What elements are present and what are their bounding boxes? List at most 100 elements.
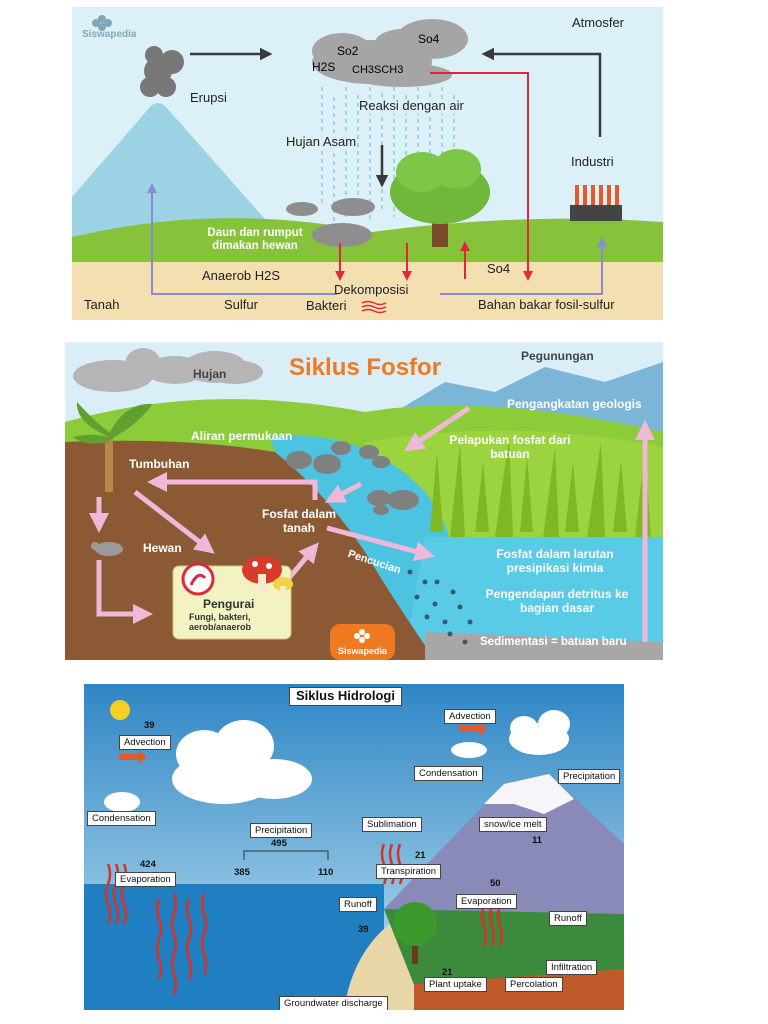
runoff-left-box: Runoff [339,897,377,912]
value-110-land: 110 [318,867,334,878]
factory-icon [570,185,622,221]
precipitation-right-box: Precipitation [558,769,621,784]
tree-icon [393,902,437,964]
plant-to-pengurai-arrow [133,490,215,554]
hidrologi-cycle-panel: Siklus Hidrologi 39 Advection Condensati… [84,684,624,1010]
hidrologi-title: Siklus Hidrologi [289,687,402,706]
rocks-icon [286,441,419,515]
siswapedia-logo-icon [354,629,370,643]
sun-icon [110,700,130,720]
tumbuhan-label: Tumbuhan [129,457,190,471]
rain-cloud-icon [73,348,263,392]
aliran-label: Aliran permukaan [191,429,293,443]
value-495-precipitation: 495 [271,838,287,849]
bacteria-icon [361,300,387,314]
so2-label: So2 [337,44,359,58]
pengurai-title: Pengurai [203,597,255,611]
evaporation-left-box: Evaporation [115,872,176,887]
sulfur-label: Sulfur [224,297,258,312]
pelapukan-arrow [404,405,471,452]
pengendapan-label: Pengendapan detritus ke bagian dasar [485,587,629,615]
mushroom-icon [242,556,293,598]
soil-layer [72,262,663,320]
sedimentasi-label: Sedimentasi = batuan baru [480,636,627,648]
pelapukan-label: Pelapukan fosfat dari batuan [449,433,571,461]
value-50-evaporation: 50 [490,878,501,889]
cloud-icons [104,710,570,812]
condensation-right-box: Condensation [414,766,483,781]
dekomposisi-label: Dekomposisi [334,282,409,297]
hidrologi-cycle-illustration [84,684,624,1010]
transpiration-box: Transpiration [376,864,442,879]
fosfor-cycle-panel: Siklus Fosfor Hujan Pegunungan Pengangka… [65,342,663,660]
grazing-animals-icon [286,198,375,247]
hujan-label: Hujan [193,367,227,381]
ocean [84,884,384,1010]
runoff-right-box: Runoff [549,911,587,926]
larutan-label: Fosfat dalam larutan presipikasi kimia [496,547,614,575]
banana-plant-icon [73,402,153,492]
sublimation-box: Sublimation [362,817,422,832]
reaksi-label: Reaksi dengan air [359,98,464,114]
fosfor-title: Siklus Fosfor [289,354,442,381]
hewan-label: Hewan [143,541,182,555]
hujan-asam-label: Hujan Asam [286,134,357,150]
so4-down-arrow [430,72,533,281]
eruption-smoke-icon [140,46,184,97]
pengurai-to-fosfat-arrow [287,542,319,580]
pengurai-sub: Fungi, bakteri, aerob/anaerob [189,612,252,633]
groundwater-box: Groundwater discharge [279,996,388,1010]
value-39-advection: 39 [144,720,155,731]
value-11-snowmelt: 11 [532,835,543,846]
grass-hill [72,218,663,267]
so4-ground-label: So4 [487,261,511,276]
value-424-evaporation: 424 [140,859,156,870]
pengangkatan-label: Pengangkatan geologis [507,397,642,411]
erupsi-label: Erupsi [190,90,227,105]
brown-soil [65,440,435,660]
evaporation-right-box: Evaporation [456,894,517,909]
pengurai-icon [181,562,215,596]
pencucian-arrow [326,525,435,562]
percolation-box: Percolation [505,977,563,992]
rock-to-soil-arrow [324,481,363,503]
advection-left-box: Advection [119,735,171,750]
atmosfer-label: Atmosfer [572,15,625,30]
industri-arrow [481,47,602,137]
precipitation-bracket [243,850,329,860]
value-39-runoff: 39 [358,924,369,935]
infiltration-box: Infiltration [546,960,598,975]
fosfor-cycle-illustration [65,342,663,660]
volcano-shape [72,103,272,237]
mountain [384,774,624,914]
daun-label: Daun dan rumput dimakan hewan [207,227,303,253]
ch3sch3-label: CH3SCH3 [352,64,404,76]
advection-arrows [119,722,487,764]
value-385-ocean: 385 [234,867,250,878]
bakteri-label: Bakteri [306,298,347,313]
bahan-bakar-label: Bahan bakar fosil-sulfur [478,297,615,312]
anaerob-label: Anaerob H2S [202,268,281,283]
pegunungan-label: Pegunungan [521,349,594,363]
tree-icon [390,149,490,247]
sulfur-cycle-illustration [72,7,663,320]
animal-to-pengurai-arrow [96,560,153,624]
fosfat-tanah-label: Fosfat dalam tanah [261,507,336,535]
sulfur-cycle-panel: Siswapedia Atmosfer Erupsi So2 So4 H2S C… [72,7,663,320]
so4-top-label: So4 [418,32,440,46]
gas-cloud-icon [312,19,468,87]
fosfat-to-plant-arrow [147,472,318,500]
siswapedia-badge-text: Siswapedia [338,646,388,656]
precipitation-mid-box: Precipitation [250,823,313,838]
tanah-label: Tanah [84,297,120,312]
sediment-layer [425,632,663,660]
snow-melt-box: snow/ice melt [479,817,547,832]
value-21-transpiration: 21 [415,850,426,861]
siswapedia-brand: Siswapedia [82,29,137,40]
plant-uptake-box: Plant uptake [424,977,487,992]
siswapedia-logo-icon [92,15,112,31]
condensation-left-box: Condensation [87,811,156,826]
purple-arrow-left [147,183,337,295]
purple-arrow-right [440,237,607,295]
mouse-icon [91,542,123,556]
